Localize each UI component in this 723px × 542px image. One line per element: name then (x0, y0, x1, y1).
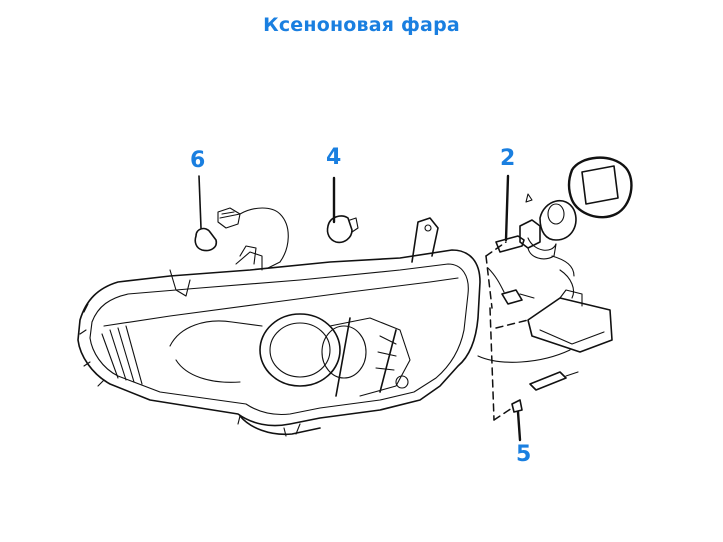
assembly-lines (485, 241, 529, 421)
position-lamp-bulb (194, 207, 241, 252)
position-lamp-wiring (219, 207, 289, 269)
xenon-ballast (527, 255, 613, 353)
wiring-harness (477, 349, 579, 413)
projector-lens (169, 313, 411, 397)
low-beam-bulb (326, 215, 359, 244)
callout-2: 2 (500, 146, 516, 171)
callout-6: 6 (190, 148, 206, 173)
connector-plug (487, 267, 535, 305)
xenon-bulb-assembly (495, 193, 577, 260)
diagram-title: Ксеноновая фара (263, 14, 460, 36)
xenon-cover-cap (567, 156, 633, 219)
callout-5: 5 (516, 442, 532, 467)
callout-4: 4 (326, 145, 342, 170)
leader-lines (198, 174, 522, 442)
headlight-housing (77, 249, 481, 437)
housing-brackets (169, 217, 439, 297)
